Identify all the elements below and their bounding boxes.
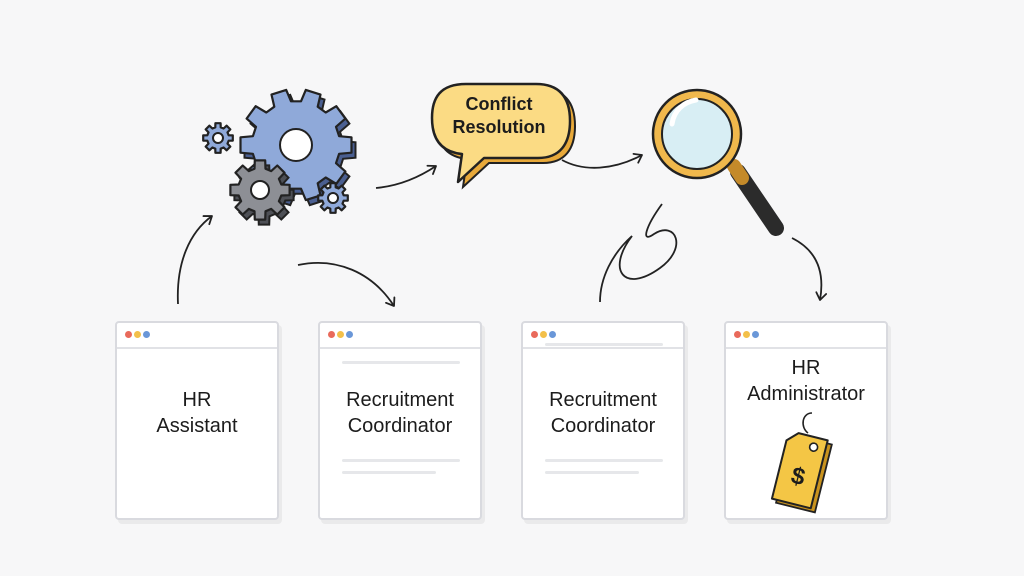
maximize-dot-icon — [549, 331, 556, 338]
gear-hole — [279, 128, 313, 162]
arrow-icon — [375, 164, 437, 189]
window-titlebar — [320, 323, 480, 349]
gray-gear-icon — [229, 159, 295, 226]
small-gear-left-icon — [202, 122, 234, 154]
small-gear-right-icon — [317, 182, 349, 214]
window-recruitment-coordinator-2: Recruitment Coordinator — [521, 321, 685, 520]
placeholder-line — [545, 343, 663, 346]
window-title-line1: Recruitment — [549, 389, 657, 411]
close-dot-icon — [328, 331, 335, 338]
window-title: HR Assistant — [117, 387, 277, 439]
gear-hole — [250, 180, 270, 200]
window-title-line1: HR — [791, 357, 821, 379]
price-tag-icon: $ — [770, 412, 833, 514]
window-title: Recruitment Coordinator — [523, 387, 683, 439]
speech-bubble-icon — [430, 82, 577, 190]
window-hr-administrator: HR Administrator $ — [724, 321, 888, 520]
gears-icon — [202, 88, 357, 226]
bubble-label: Conflict Resolution — [436, 93, 562, 139]
arrow-icon — [561, 152, 643, 169]
window-title-line2: Assistant — [156, 415, 238, 437]
placeholder-line — [342, 361, 460, 364]
bubble-label-line2: Resolution — [452, 117, 546, 137]
bubble-label-line1: Conflict — [465, 94, 533, 114]
window-titlebar — [726, 323, 886, 349]
window-title-line2: Coordinator — [550, 415, 656, 437]
close-dot-icon — [125, 331, 132, 338]
window-title-line1: HR — [182, 389, 212, 411]
magnifying-glass-icon — [651, 88, 784, 236]
gear-hole — [327, 192, 339, 204]
loop-arrow-icon — [599, 203, 678, 303]
minimize-dot-icon — [134, 331, 141, 338]
window-title: HR Administrator — [726, 355, 886, 407]
maximize-dot-icon — [143, 331, 150, 338]
window-title-line1: Recruitment — [346, 389, 454, 411]
arrow-icon — [791, 237, 828, 301]
flow-arrows — [176, 152, 828, 307]
arrow-icon — [297, 261, 396, 307]
placeholder-line — [545, 459, 663, 462]
close-dot-icon — [531, 331, 538, 338]
placeholder-line — [545, 471, 639, 474]
window-title: Recruitment Coordinator — [320, 387, 480, 439]
window-titlebar — [117, 323, 277, 349]
arrow-icon — [176, 215, 213, 305]
gear-hole — [212, 132, 224, 144]
minimize-dot-icon — [337, 331, 344, 338]
window-recruitment-coordinator-1: Recruitment Coordinator — [318, 321, 482, 520]
close-dot-icon — [734, 331, 741, 338]
window-hr-assistant: HR Assistant — [115, 321, 279, 520]
placeholder-line — [342, 471, 436, 474]
window-title-line2: Coordinator — [347, 415, 453, 437]
maximize-dot-icon — [346, 331, 353, 338]
window-titlebar — [523, 323, 683, 349]
window-title-line2: Administrator — [747, 383, 865, 405]
minimize-dot-icon — [743, 331, 750, 338]
placeholder-line — [342, 459, 460, 462]
maximize-dot-icon — [752, 331, 759, 338]
minimize-dot-icon — [540, 331, 547, 338]
